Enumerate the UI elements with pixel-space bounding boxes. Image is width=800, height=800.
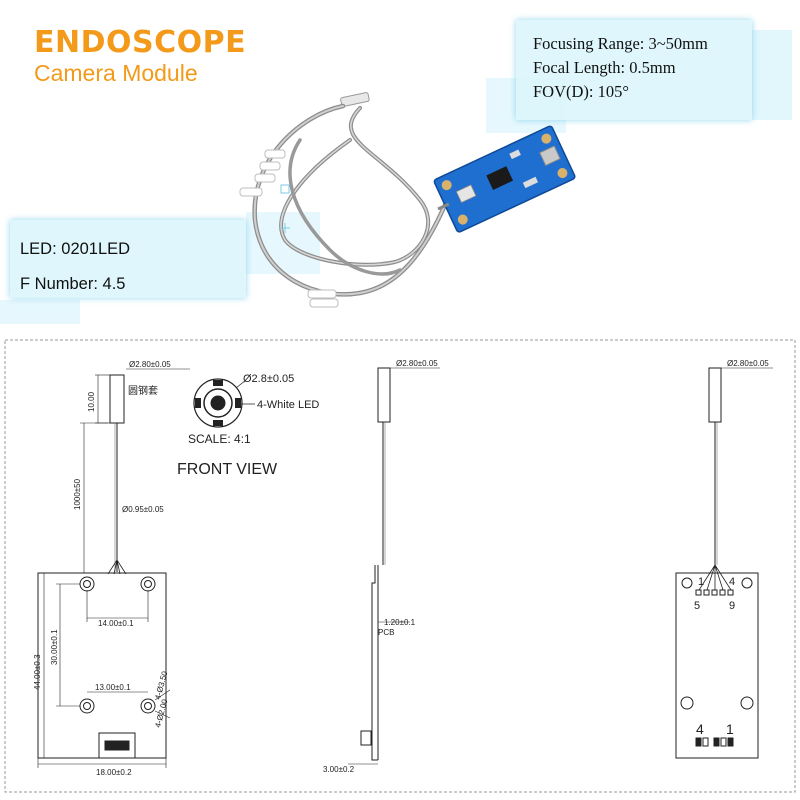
spec-box-led: LED: 0201LED F Number: 4.5 (10, 220, 246, 298)
side-connector-height: 3.00±0.2 (323, 765, 355, 774)
right-pin-9: 9 (729, 600, 735, 612)
left-tube-diameter: Ø2.80±0.05 (129, 360, 171, 369)
spec-box-optics: Focusing Range: 3~50mm Focal Length: 0.5… (516, 20, 752, 120)
side-pcb-thickness: 1.20±0.1 (384, 618, 416, 627)
side-view-labels: Ø2.80±0.05 1.20±0.1 PCB 3.00±0.2 (323, 359, 440, 774)
product-title: ENDOSCOPE (34, 25, 247, 60)
front-view (193, 378, 255, 428)
decorative-glow-panel (752, 30, 792, 120)
decorative-glow-panel (0, 300, 80, 324)
left-tube-note: 圆钢套 (128, 384, 158, 397)
spec-focal-length: Focal Length: 0.5mm (533, 58, 676, 77)
left-cable-diameter: Ø0.95±0.05 (122, 505, 164, 514)
left-tube-length: 10.00 (87, 391, 96, 412)
front-diameter: Ø2.8±0.05 (243, 373, 294, 385)
left-cable-length: 1000±50 (73, 478, 82, 510)
left-board-height: 44.00±0.3 (33, 654, 42, 690)
left-view (37, 374, 171, 768)
product-subtitle: Camera Module (34, 60, 198, 86)
right-pin-4: 4 (729, 576, 735, 588)
left-hole-spacing-vertical: 30.00±0.1 (50, 629, 59, 665)
left-board-width: 18.00±0.2 (96, 768, 132, 777)
front-scale: SCALE: 4:1 (188, 432, 251, 446)
left-hole-spacing-bottom: 13.00±0.1 (95, 683, 131, 692)
right-usb-pin-4: 4 (696, 721, 704, 737)
right-view (675, 367, 759, 759)
drawing-frame (4, 339, 796, 793)
cable-icon (252, 103, 448, 297)
decorative-mark-icon (280, 184, 290, 233)
spec-focusing-range: Focusing Range: 3~50mm (533, 34, 708, 53)
spec-led: LED: 0201LED (20, 240, 131, 258)
camera-head-icon (340, 92, 370, 107)
usb-board-icon (433, 125, 576, 233)
side-pcb-label: PCB (378, 628, 394, 637)
right-tube-diameter: Ø2.80±0.05 (727, 359, 769, 368)
left-small-holes: 4-Ø2.00 (153, 698, 169, 729)
right-pin-5: 5 (694, 600, 700, 612)
front-led-label: 4-White LED (257, 399, 319, 411)
side-tube-diameter: Ø2.80±0.05 (396, 359, 438, 368)
front-view-labels: Ø2.8±0.05 4-White LED SCALE: 4:1 FRONT V… (177, 373, 319, 478)
left-hole-spacing-top: 14.00±0.1 (98, 619, 134, 628)
spec-f-number: F Number: 4.5 (20, 275, 126, 293)
right-usb-pin-1: 1 (726, 721, 734, 737)
right-pin-1: 1 (698, 576, 704, 588)
right-view-labels: Ø2.80±0.05 1 4 5 9 4 1 (694, 359, 773, 737)
spec-fov: FOV(D): 105° (533, 82, 629, 101)
left-big-holes: 4-Ø3.50 (153, 670, 169, 701)
product-photo (239, 92, 576, 308)
front-view-title: FRONT VIEW (177, 461, 278, 478)
side-view (348, 367, 410, 765)
cable-tie-icon (239, 149, 339, 308)
